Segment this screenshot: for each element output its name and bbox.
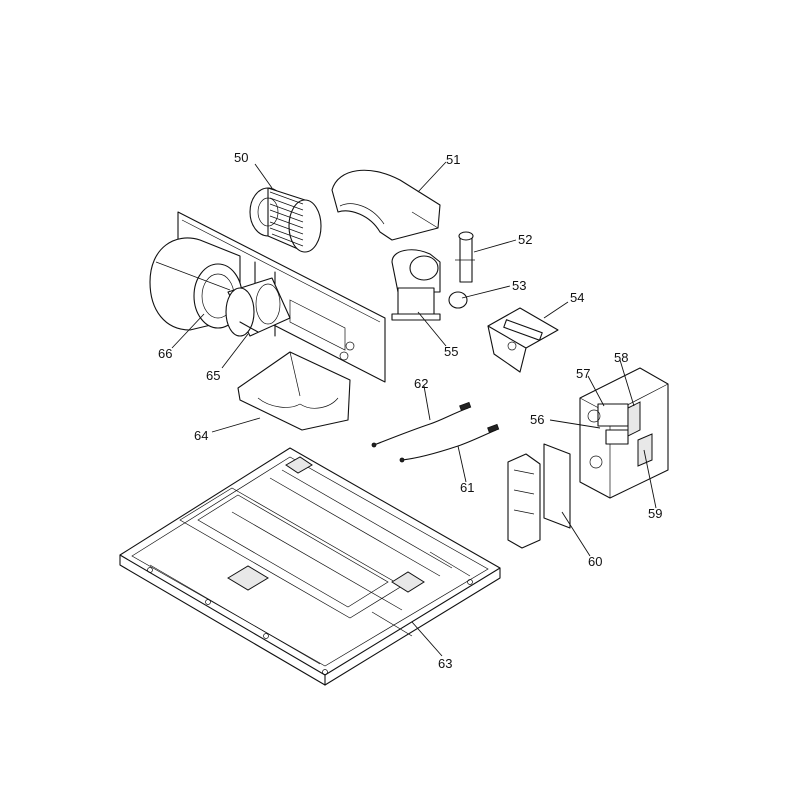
part-label-57: 57 [576,366,590,381]
part-label-58: 58 [614,350,628,365]
control-box-drawing [579,367,669,499]
sensor-wire-62-drawing [371,401,472,448]
part-labels: 50 51 52 53 54 55 56 57 58 59 60 61 62 6… [158,150,662,671]
part-label-60: 60 [588,554,602,569]
part-label-53: 53 [512,278,526,293]
part-label-62: 62 [414,376,428,391]
part-label-65: 65 [206,368,220,383]
fuse-kit-drawing [487,307,559,373]
part-label-56: 56 [530,412,544,427]
part-label-59: 59 [648,506,662,521]
part-label-55: 55 [444,344,458,359]
control-cover-drawing [507,443,571,549]
drain-cover-drawing [237,351,351,431]
part-label-51: 51 [446,152,460,167]
base-pan-drawing [119,447,501,686]
part-label-54: 54 [570,290,584,305]
part-label-64: 64 [194,428,208,443]
drain-pump-drawing [391,249,468,321]
part-label-63: 63 [438,656,452,671]
blower-housing-drawing [149,237,243,331]
part-label-50: 50 [234,150,248,165]
bracket-drawing [455,231,475,283]
blower-wheel-drawing [249,187,322,253]
part-label-61: 61 [460,480,474,495]
leader-lines [171,161,657,657]
sensor-wire-61-drawing [399,423,500,463]
scroll-cover-drawing [331,169,441,241]
part-label-52: 52 [518,232,532,247]
part-label-66: 66 [158,346,172,361]
fan-motor-drawing [225,277,291,337]
